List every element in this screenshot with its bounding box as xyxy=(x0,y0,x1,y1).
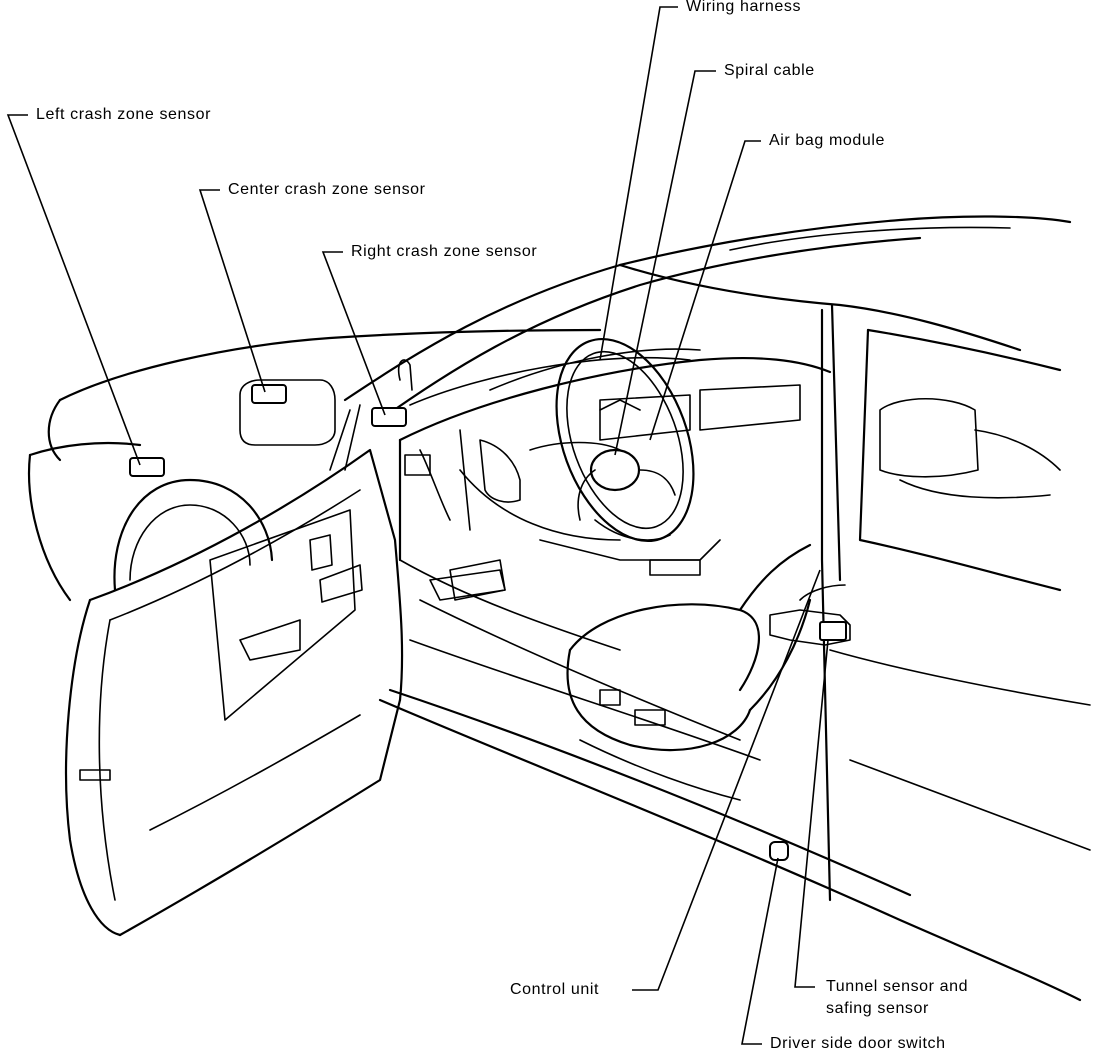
right-sensor-box xyxy=(371,407,407,427)
door-switch-leader xyxy=(741,857,779,1045)
right-crash-zone-sensor-leader xyxy=(321,251,386,416)
center-crash-zone-sensor-leader xyxy=(198,189,266,393)
label-center-crash-zone-sensor: Center crash zone sensor xyxy=(228,181,426,198)
driver-seat xyxy=(566,543,812,801)
center-sensor-box xyxy=(251,384,287,404)
steering-wheel xyxy=(555,337,695,543)
car-body xyxy=(27,215,1091,1002)
left-crash-zone-sensor-leader xyxy=(6,114,141,466)
dashboard xyxy=(398,348,832,601)
label-air-bag-module: Air bag module xyxy=(769,132,886,149)
label-tunnel-sensor-line2: safing sensor xyxy=(826,1000,929,1017)
label-right-crash-zone-sensor: Right crash zone sensor xyxy=(351,243,538,260)
open-door xyxy=(64,404,404,937)
tunnel-sensor-box xyxy=(819,621,847,641)
left-sensor-box xyxy=(129,457,165,477)
label-left-crash-zone-sensor: Left crash zone sensor xyxy=(36,106,212,123)
air-bag-module-leader xyxy=(649,140,761,441)
label-tunnel-sensor-line1: Tunnel sensor and xyxy=(826,978,969,995)
spiral-cable-leader xyxy=(614,70,716,456)
door-switch-box xyxy=(769,841,789,861)
control-unit-leader xyxy=(632,569,821,991)
label-spiral-cable: Spiral cable xyxy=(724,62,815,79)
label-control-unit: Control unit xyxy=(510,981,600,998)
tunnel-sensor-leader xyxy=(794,639,829,988)
label-wiring-harness: Wiring harness xyxy=(686,0,802,15)
label-driver-side-door-switch: Driver side door switch xyxy=(770,1035,946,1052)
wiring-harness-leader xyxy=(599,6,678,361)
leader-lines xyxy=(6,6,829,1045)
